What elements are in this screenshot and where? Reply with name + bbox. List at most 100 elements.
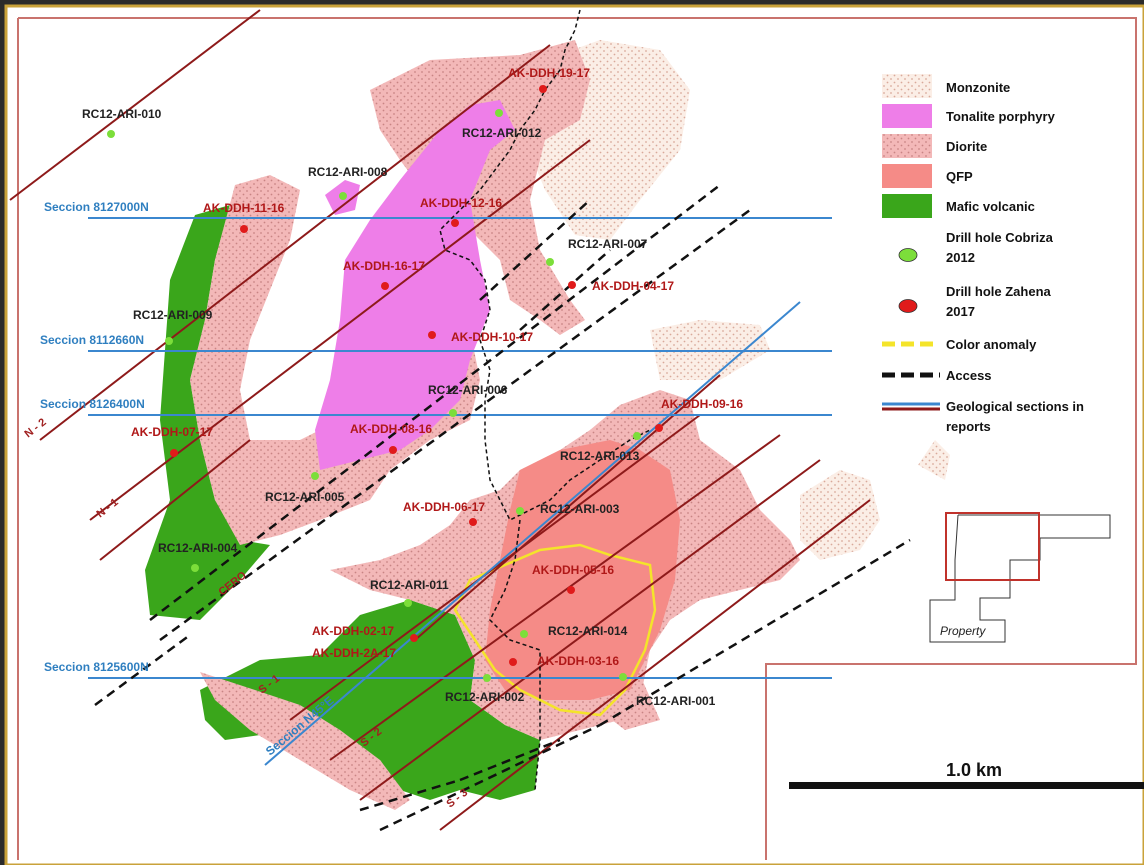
- mafic-south: [200, 600, 540, 800]
- legend-zahena-1: Drill hole Zahena: [946, 284, 1052, 299]
- red-dot-icon: [898, 299, 918, 313]
- label-rc12-ari-006: RC12-ARI-006: [428, 383, 508, 397]
- monzonite-swatch: [882, 74, 932, 98]
- label-rc12-ari-012: RC12-ARI-012: [462, 126, 542, 140]
- tonalite-main: [315, 100, 515, 470]
- label-ak-ddh-12-16: AK-DDH-12-16: [420, 196, 502, 210]
- scale-bar: 1.0 km: [789, 760, 1144, 789]
- legend-anomaly: Color anomaly: [946, 337, 1037, 352]
- drill-hole-green-003[interactable]: [516, 507, 524, 515]
- drill-hole-red-1116[interactable]: [240, 225, 248, 233]
- drill-hole-red-1017[interactable]: [428, 331, 436, 339]
- label-rc12-ari-004: RC12-ARI-004: [158, 541, 238, 555]
- legend-monzonite: Monzonite: [946, 80, 1010, 95]
- diorite-north: [370, 40, 590, 335]
- label-rc12-ari-005: RC12-ARI-005: [265, 490, 345, 504]
- label-rc12-ari-002: RC12-ARI-002: [445, 690, 525, 704]
- green-dot-icon: [898, 248, 918, 262]
- drill-labels-zahena: AK-DDH-19-17 AK-DDH-11-16 AK-DDH-12-16 A…: [131, 66, 743, 668]
- label-ak-ddh-11-16: AK-DDH-11-16: [203, 201, 285, 215]
- legend-zahena-2: 2017: [946, 304, 975, 319]
- drill-hole-green-014[interactable]: [520, 630, 528, 638]
- drill-hole-red-0316[interactable]: [509, 658, 517, 666]
- diorite-sw-dyke: [200, 672, 410, 810]
- drill-hole-red-0916[interactable]: [655, 424, 663, 432]
- property-boundary: [18, 17, 1137, 860]
- access-roads: [94, 184, 911, 832]
- drill-hole-green-009[interactable]: [165, 337, 173, 345]
- drill-hole-red-0816[interactable]: [389, 446, 397, 454]
- drill-hole-red-0717[interactable]: [170, 449, 178, 457]
- legend-tonalite: Tonalite porphyry: [946, 109, 1056, 124]
- label-rc12-ari-008: RC12-ARI-008: [308, 165, 388, 179]
- drill-hole-green-012[interactable]: [495, 109, 503, 117]
- label-rc12-ari-009: RC12-ARI-009: [133, 308, 213, 322]
- label-ak-ddh-16-17: AK-DDH-16-17: [343, 259, 425, 273]
- legend-qfp: QFP: [946, 169, 973, 184]
- drill-hole-green-010[interactable]: [107, 130, 115, 138]
- label-ak-ddh-04-17: AK-DDH-04-17: [592, 279, 674, 293]
- label-ak-ddh-07-17: AK-DDH-07-17: [131, 425, 213, 439]
- label-ak-ddh-08-16: AK-DDH-08-16: [350, 422, 432, 436]
- legend-sections-2: reports: [946, 419, 991, 434]
- label-rc12-ari-013: RC12-ARI-013: [560, 449, 640, 463]
- section-lines-blue: [88, 217, 832, 766]
- mafic-west: [145, 205, 270, 620]
- section-label-8112660: Seccion 8112660N: [40, 333, 144, 347]
- drill-hole-green-006[interactable]: [449, 409, 457, 417]
- label-rc12-ari-003: RC12-ARI-003: [540, 502, 620, 516]
- label-ak-ddh-03-16: AK-DDH-03-16: [537, 654, 619, 668]
- drill-hole-red-1216[interactable]: [451, 219, 459, 227]
- drill-hole-green-002[interactable]: [483, 674, 491, 682]
- drill-labels-cobriza: RC12-ARI-010 RC12-ARI-012 RC12-ARI-008 R…: [82, 107, 716, 708]
- label-ak-ddh-05-16: AK-DDH-05-16: [532, 563, 614, 577]
- qfp-body: [485, 440, 680, 700]
- label-ak-ddh-2a-17: AK-DDH-2A-17: [312, 646, 396, 660]
- legend: Monzonite Tonalite porphyry Diorite QFP …: [882, 74, 1084, 434]
- label-ak-ddh-09-16: AK-DDH-09-16: [661, 397, 743, 411]
- drill-hole-green-004[interactable]: [191, 564, 199, 572]
- drill-hole-red-0217[interactable]: [410, 634, 418, 642]
- access-road-south: [489, 519, 541, 791]
- inset-label: Property: [940, 624, 986, 638]
- drill-hole-red-0516[interactable]: [567, 586, 575, 594]
- drill-hole-red-0417[interactable]: [568, 281, 576, 289]
- label-ak-ddh-06-17: AK-DDH-06-17: [403, 500, 485, 514]
- property-inset: Property: [929, 512, 1111, 643]
- drill-holes-cobriza: [107, 109, 641, 682]
- section-label-8125600: Seccion 8125600N: [44, 660, 149, 674]
- section-lines-red: [9, 9, 871, 831]
- drill-hole-green-008[interactable]: [339, 192, 347, 200]
- drill-hole-green-001[interactable]: [619, 673, 627, 681]
- label-rc12-ari-001: RC12-ARI-001: [636, 694, 716, 708]
- tonalite-swatch: [882, 104, 932, 128]
- diorite-swatch: [882, 134, 932, 158]
- drill-hole-green-011[interactable]: [404, 599, 412, 607]
- color-anomaly-outline: [453, 543, 657, 717]
- section-label-8126400: Seccion 8126400N: [40, 397, 145, 411]
- drill-hole-red-0617[interactable]: [469, 518, 477, 526]
- label-ak-ddh-10-17: AK-DDH-10-17: [451, 330, 533, 344]
- access-road-winding: [439, 9, 651, 522]
- label-ak-ddh-19-17: AK-DDH-19-17: [508, 66, 590, 80]
- drill-holes-zahena: [170, 85, 663, 666]
- drill-hole-green-013[interactable]: [633, 432, 641, 440]
- label-rc12-ari-010: RC12-ARI-010: [82, 107, 162, 121]
- scale-label: 1.0 km: [946, 760, 1002, 780]
- mafic-swatch: [882, 194, 932, 218]
- drill-hole-green-007[interactable]: [546, 258, 554, 266]
- drill-hole-red-1617[interactable]: [381, 282, 389, 290]
- drill-hole-red-1917[interactable]: [539, 85, 547, 93]
- label-rc12-ari-007: RC12-ARI-007: [568, 237, 648, 251]
- legend-cobriza-1: Drill hole Cobriza: [946, 230, 1054, 245]
- label-ak-ddh-02-17: AK-DDH-02-17: [312, 624, 394, 638]
- legend-cobriza-2: 2012: [946, 250, 975, 265]
- monzonite-small: [918, 440, 950, 480]
- drill-hole-green-005[interactable]: [311, 472, 319, 480]
- qfp-swatch: [882, 164, 932, 188]
- section-label-8127000: Seccion 8127000N: [44, 200, 149, 214]
- label-rc12-ari-011: RC12-ARI-011: [370, 578, 449, 592]
- legend-diorite: Diorite: [946, 139, 987, 154]
